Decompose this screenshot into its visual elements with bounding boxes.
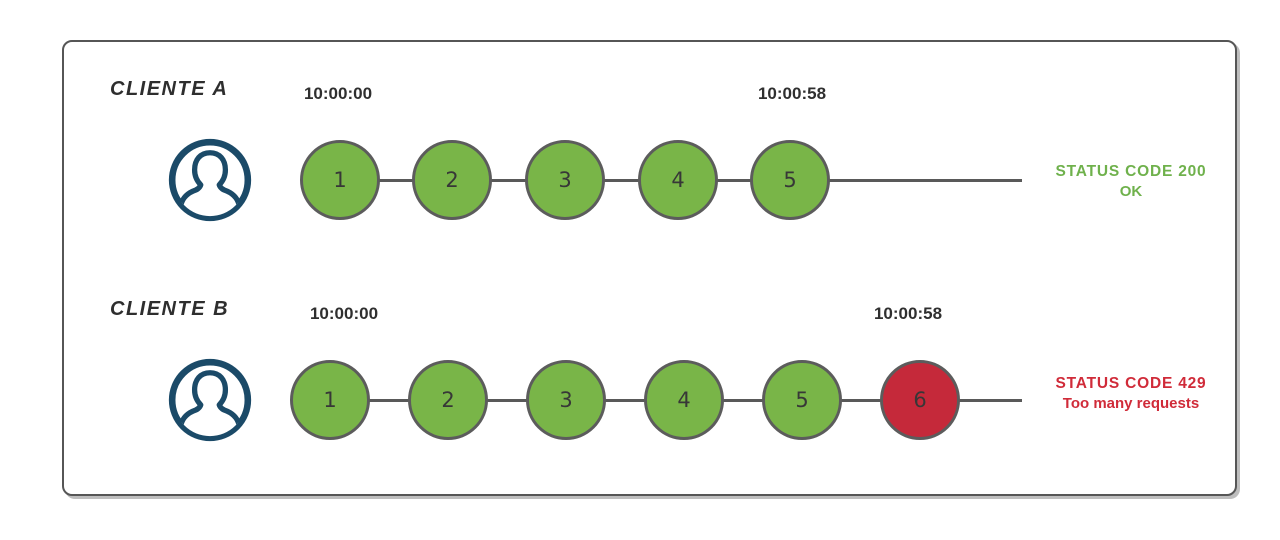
- status-code-text: STATUS CODE 200: [1055, 163, 1207, 180]
- status-text: STATUS CODE 200 OK: [1026, 162, 1236, 202]
- request-circle-1: 1: [300, 140, 380, 220]
- request-circle-6: 6: [880, 360, 960, 440]
- request-circle-4: 4: [638, 140, 718, 220]
- request-circle-4: 4: [644, 360, 724, 440]
- request-circle-3: 3: [526, 360, 606, 440]
- client-a-label: CLIENTE A: [110, 78, 229, 100]
- end-timestamp: 10:00:58: [873, 304, 943, 323]
- status-code-text: STATUS CODE 429: [1055, 375, 1207, 392]
- person-icon: [168, 138, 252, 222]
- status-message-text: OK: [1119, 183, 1143, 200]
- request-circle-2: 2: [412, 140, 492, 220]
- status-message-text: Too many requests: [1062, 395, 1200, 412]
- end-timestamp: 10:00:58: [757, 84, 827, 103]
- status-text: STATUS CODE 429 Too many requests: [1026, 374, 1236, 414]
- client-b-label: CLIENTE B: [110, 298, 230, 320]
- start-timestamp: 10:00:00: [309, 304, 379, 323]
- start-timestamp: 10:00:00: [303, 84, 373, 103]
- request-circle-1: 1: [290, 360, 370, 440]
- request-circle-5: 5: [762, 360, 842, 440]
- request-circle-3: 3: [525, 140, 605, 220]
- person-icon: [168, 358, 252, 442]
- request-circle-5: 5: [750, 140, 830, 220]
- request-circle-2: 2: [408, 360, 488, 440]
